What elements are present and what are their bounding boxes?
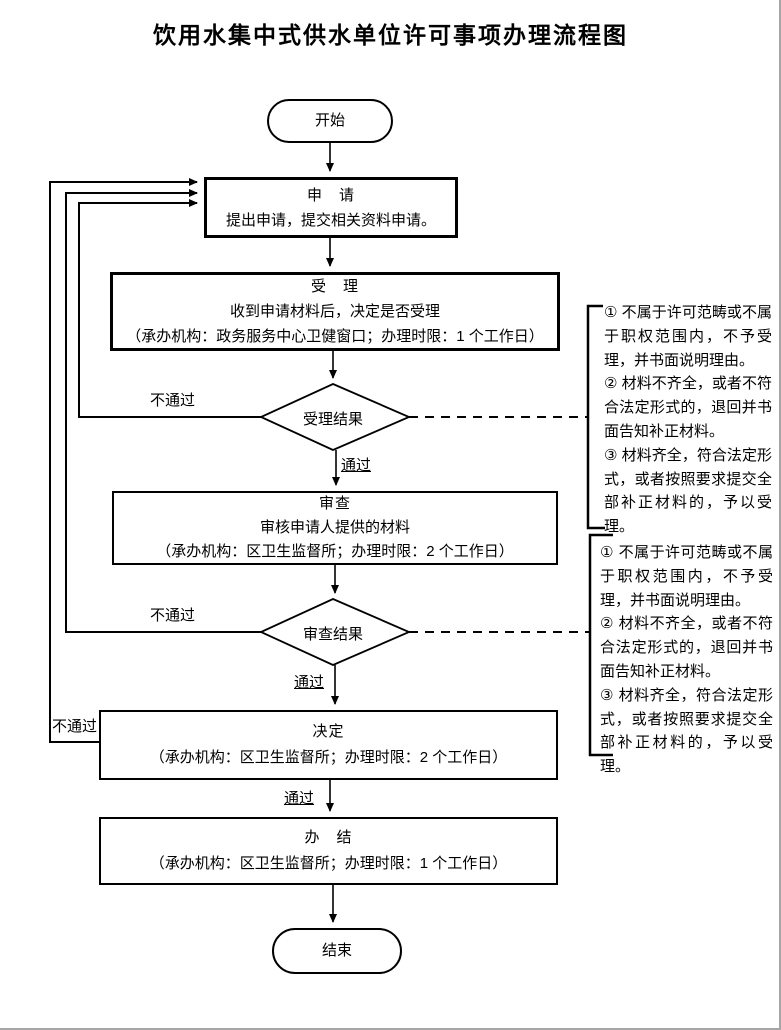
review-node: 审查 审核申请人提供的材料 （承办机构：区卫生监督所；办理时限：2 个工作日） (112, 491, 558, 565)
review-result-diamond (258, 598, 412, 666)
review-result-pass-label: 通过 (294, 671, 325, 692)
edge-decide-fail-loop (49, 178, 198, 743)
decide-pass-label: 通过 (284, 787, 315, 808)
accept-node: 受 理 收到申请材料后，决定是否受理 （承办机构：政务服务中心卫健窗口；办理时限… (110, 272, 560, 351)
review-result-fail-label: 不通过 (150, 604, 196, 625)
decide-agency: （承办机构：区卫生监督所；办理时限：2 个工作日） (149, 749, 508, 766)
review-note-item-3: ③ 材料齐全，符合法定形式，或者按照要求提交全部补正材料的，予以受理。 (600, 686, 773, 776)
decide-fail-label: 不通过 (52, 715, 98, 736)
review-note-item-1: ① 不属于许可范畴或不属于职权范围内，不予受理，并书面说明理由。 (600, 544, 773, 609)
accept-title: 受 理 (310, 278, 359, 295)
complete-agency: （承办机构：区卫生监督所；办理时限：1 个工作日） (149, 855, 508, 872)
review-agency: （承办机构：区卫生监督所；办理时限：2 个工作日） (156, 543, 514, 560)
accept-result-diamond (258, 383, 412, 451)
apply-node: 申 请 提出申请，提交相关资料申请。 (204, 177, 458, 238)
start-node: 开始 (267, 99, 393, 143)
accept-note-item-1: ① 不属于许可范畴或不属于职权范围内，不予受理，并书面说明理由。 (604, 304, 772, 369)
accept-result-label: 受理结果 (302, 411, 363, 428)
complete-title: 办 结 (304, 829, 353, 846)
apply-desc: 提出申请，提交相关资料申请。 (225, 211, 436, 229)
decide-title: 决定 (312, 723, 345, 740)
accept-note-bracket (586, 304, 605, 530)
review-note-item-2: ② 材料不齐全，或者不符合法定形式的，退回并书面告知补正材料。 (600, 615, 773, 680)
end-node: 结束 (272, 928, 402, 974)
edge-reviewresult-fail-loop (65, 189, 262, 633)
page-title: 饮用水集中式供水单位许可事项办理流程图 (153, 22, 628, 48)
accept-desc: 收到申请材料后，决定是否受理 (229, 303, 440, 320)
review-note: ① 不属于许可范畴或不属于职权范围内，不予受理，并书面说明理由。 ② 材料不齐全… (600, 541, 773, 779)
accept-agency: （承办机构：政务服务中心卫健窗口；办理时限：1 个工作日） (126, 328, 544, 345)
review-note-bracket (588, 533, 613, 757)
decide-node: 决定 （承办机构：区卫生监督所；办理时限：2 个工作日） (99, 710, 558, 780)
review-title: 审查 (318, 495, 351, 512)
complete-node: 办 结 （承办机构：区卫生监督所；办理时限：1 个工作日） (99, 817, 558, 885)
end-label: 结束 (321, 942, 352, 959)
review-result-label: 审查结果 (302, 626, 363, 643)
accept-note-item-3: ③ 材料齐全，符合法定形式，或者按照要求提交全部补正材料的，予以受理。 (604, 446, 772, 536)
edge-acceptresult-fail-loop (78, 199, 262, 418)
accept-note: ① 不属于许可范畴或不属于职权范围内，不予受理，并书面说明理由。 ② 材料不齐全… (604, 301, 772, 539)
apply-title: 申 请 (306, 186, 355, 204)
start-label: 开始 (314, 112, 345, 129)
review-desc: 审核申请人提供的材料 (259, 519, 410, 536)
accept-result-pass-label: 通过 (341, 454, 372, 475)
accept-note-item-2: ② 材料不齐全，或者不符合法定形式的，退回并书面告知补正材料。 (604, 375, 772, 440)
accept-result-fail-label: 不通过 (150, 389, 196, 410)
